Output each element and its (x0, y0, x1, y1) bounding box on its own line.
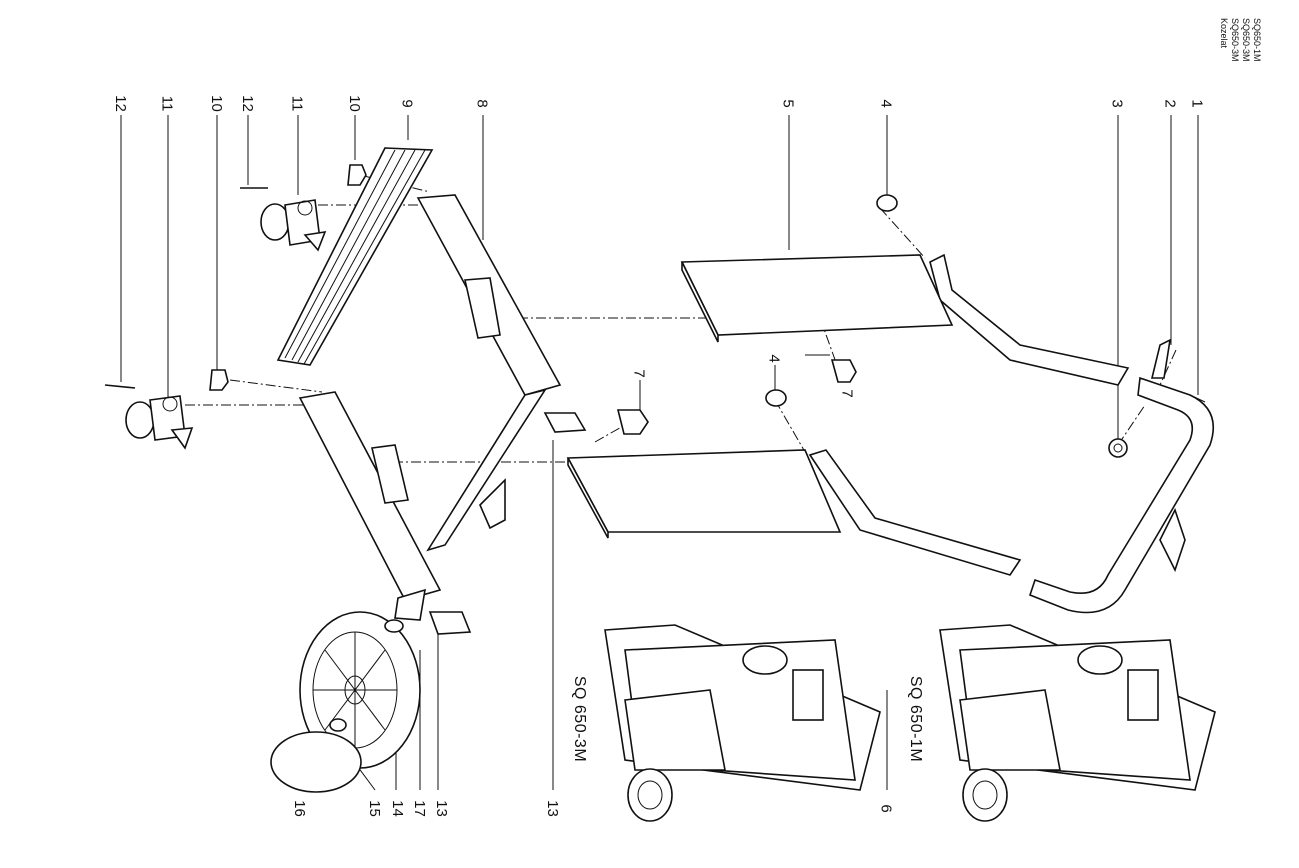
model-label-sq650-1m: SQ 650-1M (907, 675, 925, 763)
callout-10: 10 (345, 95, 363, 112)
handle-frame (808, 253, 1214, 614)
callout-15: 15 (365, 800, 383, 817)
callout-11: 11 (288, 95, 306, 112)
callout-2: 2 (1161, 99, 1179, 108)
callout-7b: 7 (630, 369, 648, 378)
callout-16: 16 (290, 800, 308, 817)
callout-4: 4 (877, 99, 895, 108)
callout-7: 7 (838, 389, 856, 398)
callout-4b: 4 (765, 354, 783, 363)
leader-lines (120, 115, 1199, 791)
callout-1: 1 (1188, 99, 1206, 108)
callout-10b: 10 (207, 95, 225, 112)
model-label-sq650-3m: SQ 650-3M (571, 675, 589, 763)
callout-12: 12 (238, 95, 256, 112)
callout-17: 17 (410, 800, 428, 817)
callout-9: 9 (398, 99, 416, 108)
callout-13: 13 (543, 800, 561, 817)
front-bumper (276, 147, 434, 366)
callout-14: 14 (388, 800, 406, 817)
main-wheel (270, 611, 421, 793)
callout-12b: 12 (111, 95, 129, 112)
small-fasteners (616, 194, 1172, 458)
machine-sq650-3m (604, 624, 881, 822)
base-frame (298, 194, 562, 621)
callout-13b: 13 (432, 800, 450, 817)
machine-sq650-1m (939, 624, 1216, 822)
callout-8: 8 (473, 99, 491, 108)
end-caps (428, 412, 587, 635)
callout-11b: 11 (158, 95, 176, 112)
caster-wheels (104, 164, 367, 450)
side-panels (566, 254, 954, 539)
callout-5: 5 (779, 99, 797, 108)
callout-6: 6 (877, 804, 895, 813)
callout-3: 3 (1108, 99, 1126, 108)
